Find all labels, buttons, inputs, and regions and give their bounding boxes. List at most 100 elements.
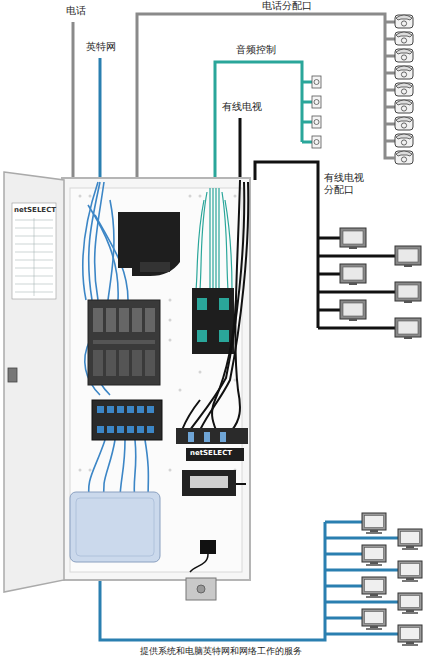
phone-icons-part [395,100,413,113]
phone-input-wire-part [72,22,75,180]
cable-pad-part [70,492,160,562]
door-part [8,368,17,382]
mounting-holes-part [79,469,82,472]
wire-label: 有线电视 分配口 [324,172,370,196]
tv-icons-part [395,282,421,303]
network-switch [92,400,162,440]
volume-control-icons-part [312,136,321,148]
cable-tv-distribution-wire [255,162,395,328]
network-switch-part [92,400,162,440]
mounting-holes-part [199,195,202,198]
audio-wires [196,188,232,290]
phone-icons-part [395,66,413,79]
computer-icons-part [398,625,422,646]
network-switch-part-part [117,406,124,413]
blue-cables-part [83,182,98,300]
audio-module-part [219,298,229,310]
blue-cables-part [120,440,125,500]
patch-panel-part [106,350,116,376]
volume-control-icons-part [312,76,321,88]
phone-icons [395,15,413,164]
wire-label: 有线电视 [222,101,262,113]
patch-panel-part [145,350,155,376]
phone-icons-part [395,15,413,28]
coax-splitter-part [176,428,248,444]
tv-icons-part [340,264,366,285]
audio-wires-part [196,200,204,290]
caption-label: 提供系统和电脑英特网和网络工作的服务 [140,646,302,657]
network-switch-part [97,406,154,433]
audio-module-part [192,288,234,354]
network-switch-part-part [107,426,114,433]
volume-control-icons-part [314,120,319,125]
computer-icons [362,513,422,646]
phone-icons-part [395,117,413,130]
volume-control-icons-part [314,140,319,145]
phone-distribution-wire-part [385,150,395,158]
router [118,212,180,276]
audio-wires-part [200,192,207,290]
internet-input-wire [100,58,101,180]
cable-tv-input-wire-part [239,118,242,180]
wire-label: 音频控制 [236,44,276,56]
audio-module-part [197,330,207,342]
patch-panel-part [132,308,142,332]
blue-cables-part [89,440,105,500]
computer-icons-part [398,529,422,550]
audio-control-wire-part [302,82,312,142]
phone-input-wire [73,22,74,180]
patch-panel-part [93,340,155,344]
brand-plate [186,448,244,461]
computer-icons-part [362,577,386,598]
phone-icons-part [395,83,413,96]
coax-cables-part [182,400,200,430]
volume-control-icons-part [314,100,319,105]
brand-plate-part [186,448,244,461]
junction-box-part [197,585,205,593]
junction-box-part [186,578,216,600]
network-switch-part-part [117,426,124,433]
mounting-holes-part [189,195,192,198]
coax-cables-part [200,182,248,430]
audio-module-part [197,298,207,310]
coax-cables [182,180,248,430]
blue-cables-part [104,440,115,500]
computer-icons-part [362,545,386,566]
enclosure [62,178,250,580]
phone-icons-part [395,151,413,164]
door-part-part [34,218,35,296]
phone-distribution-wire-part [385,22,395,141]
patch-panel-part [93,308,103,332]
network-switch-part-part [147,426,154,433]
blue-cables-part [145,440,148,500]
tv-icons-part [340,300,366,321]
computer-icons-part [398,561,422,582]
junction-box [186,578,216,600]
coax-splitter-part [220,432,226,442]
patch-panel-part [119,350,129,376]
cable-pad [70,492,160,562]
router-part [140,262,170,272]
cable-amplifier-part [182,470,236,496]
mounting-holes-part [169,469,172,472]
coax-splitter-part [188,432,194,442]
internet-input-wire-part [99,58,102,180]
network-switch-part-part [107,406,114,413]
patch-panel-part [132,350,142,376]
coax-cables-part [212,300,236,430]
patch-panel-part [119,308,129,332]
network-switch-part-part [97,406,104,413]
cable-tv-distribution-wire-part [255,162,318,328]
mounting-holes-part [179,389,182,392]
power-adapter-part [190,554,208,572]
computer-icons-part [398,593,422,614]
patch-panel-part [93,350,103,376]
coax-cables-part [190,182,244,430]
power-adapter [190,540,216,572]
patch-panel-part [106,308,116,332]
wire-label: 电话分配口 [262,0,312,12]
door-part [15,218,53,296]
computer-icons-part [362,609,386,630]
network-switch-part-part [137,426,144,433]
